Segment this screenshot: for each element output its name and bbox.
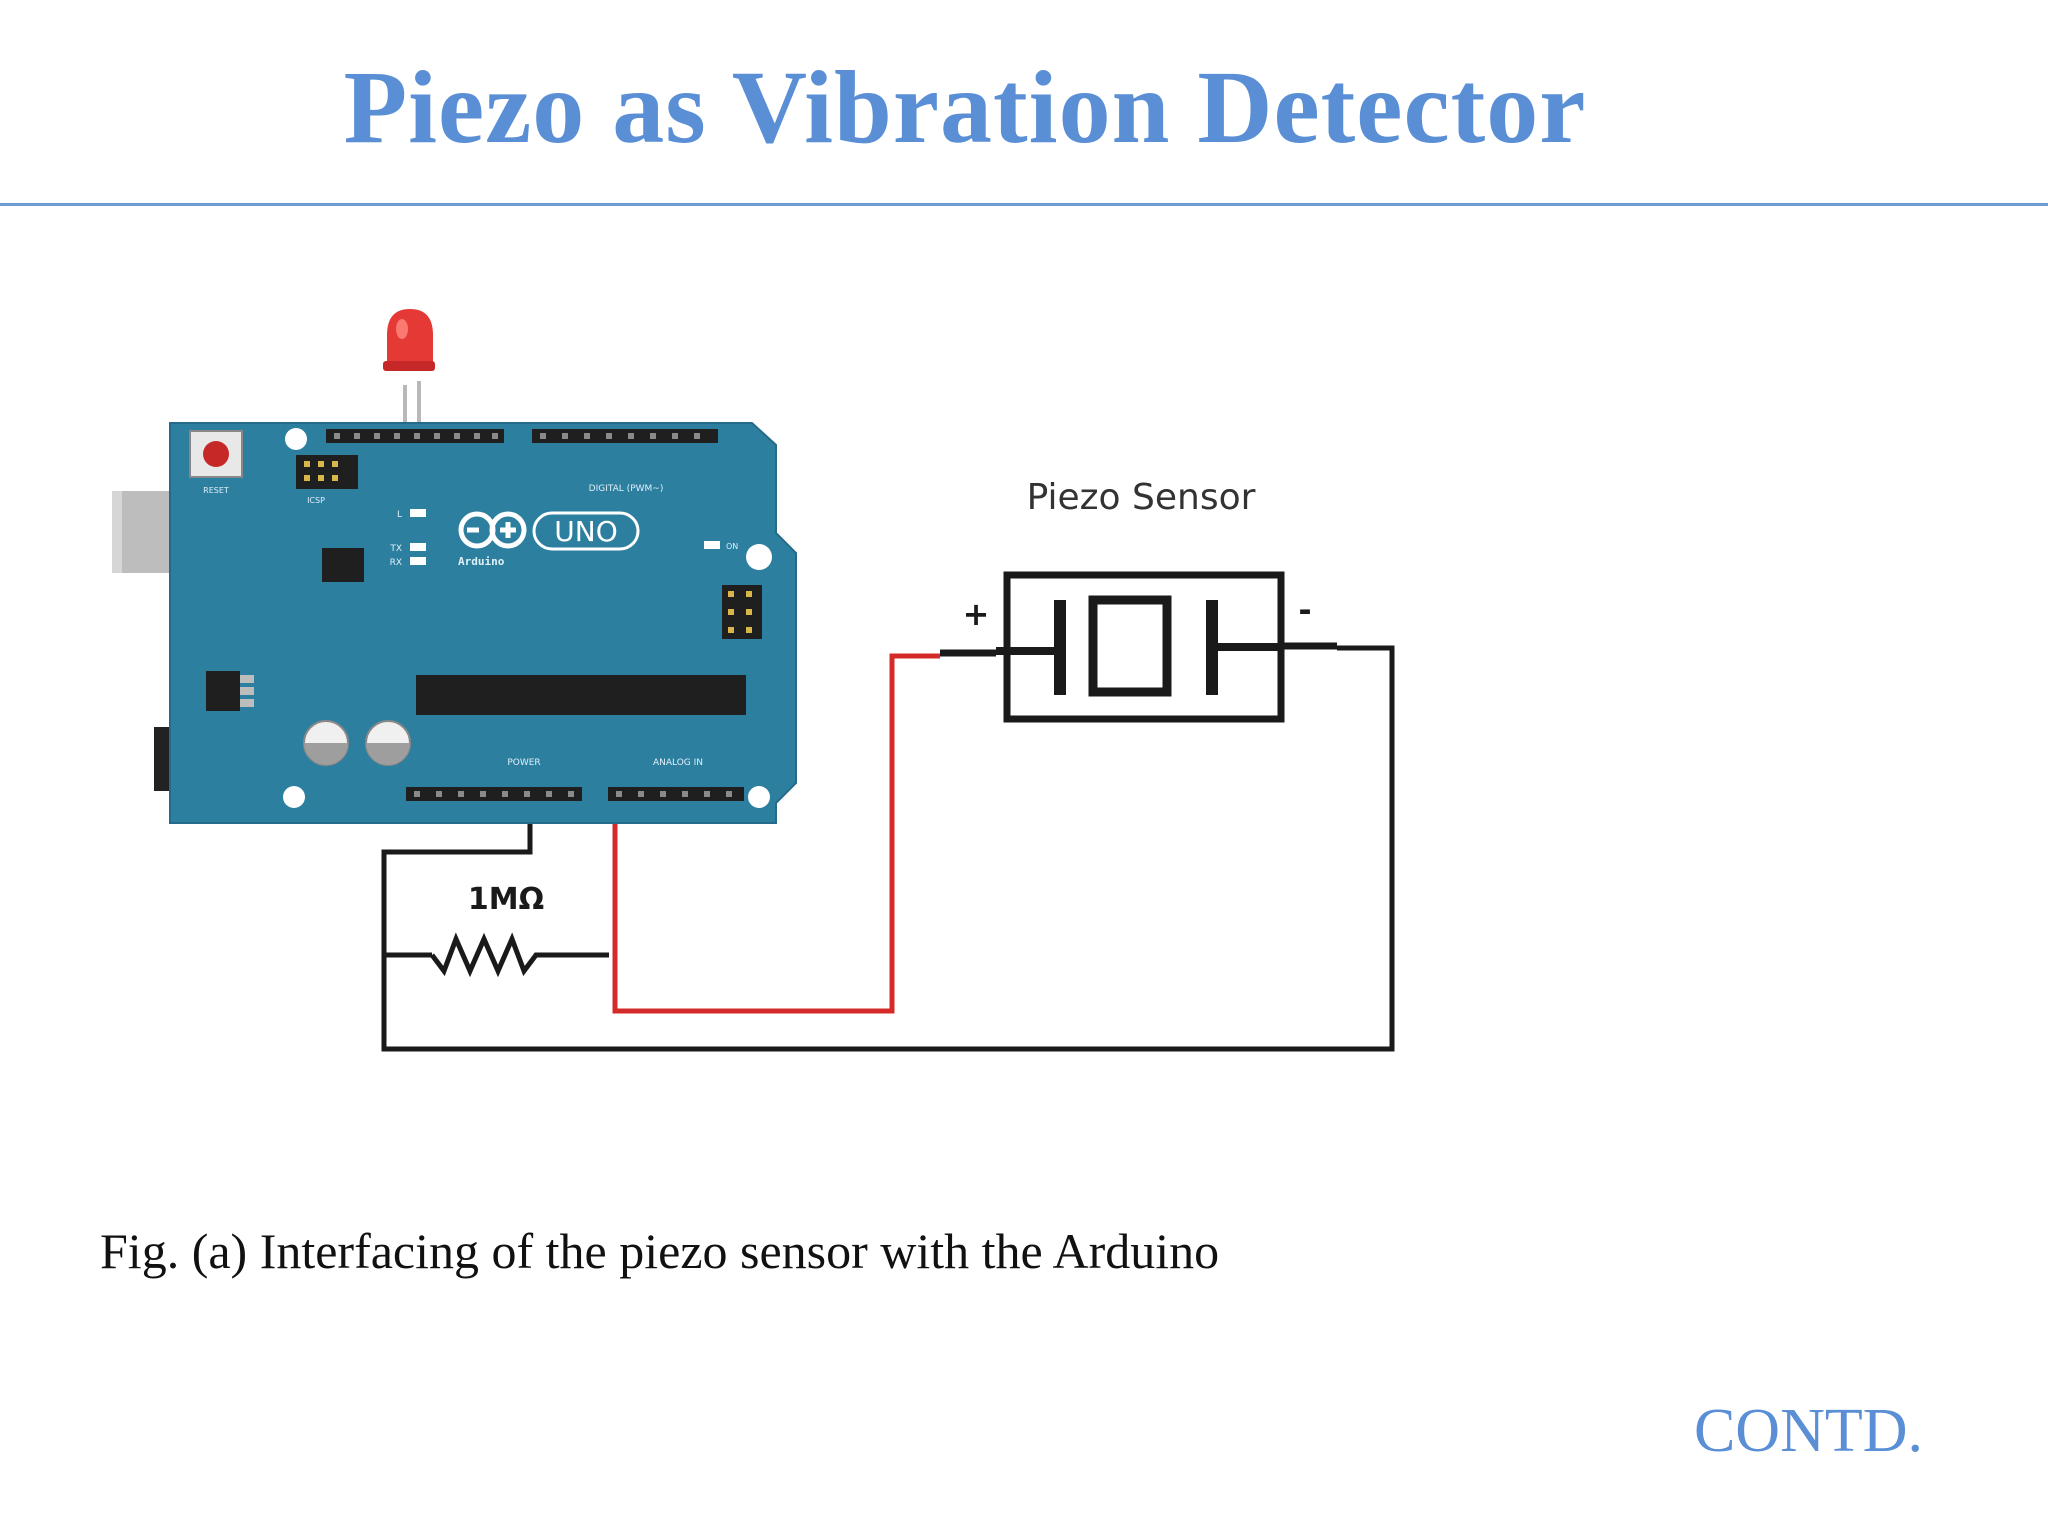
minus-label: - (1298, 591, 1311, 629)
uno-text: UNO (554, 515, 617, 548)
rx-label: RX (390, 558, 402, 568)
l-label: L (397, 510, 402, 520)
analog-header (608, 787, 744, 801)
uno-badge (532, 511, 640, 551)
title-divider (0, 203, 2048, 206)
sensor-label: Piezo Sensor (1027, 477, 1256, 518)
icsp-label-top: ICSP (307, 496, 325, 505)
resistor-zigzag (430, 932, 609, 978)
piezo-sensor: Piezo Sensor + - (963, 477, 1312, 723)
analog-label: ANALOG IN (653, 758, 703, 768)
on-label: ON (726, 542, 738, 551)
atmega-chip (416, 675, 746, 715)
ground-wire (381, 645, 1395, 1052)
continued-label: CONTD. (1693, 1397, 1923, 1465)
arduino-logo (458, 511, 527, 549)
power-header (406, 787, 582, 801)
tx-label: TX (389, 544, 402, 554)
arduino-board: RESET ICSP DIGITAL (PWM~) (112, 422, 797, 824)
plus-label: + (963, 595, 990, 633)
sensor-crystal (1088, 595, 1172, 697)
power-label: POWER (507, 758, 540, 768)
led-bulb (387, 309, 433, 365)
reset-label: RESET (203, 486, 229, 495)
digital-label: DIGITAL (PWM~) (589, 484, 664, 494)
resistor-label: 1MΩ (468, 882, 544, 917)
circuit-figure: Piezo Sensor + - 1MΩ (104, 295, 1430, 1105)
brand-text: Arduino (458, 555, 505, 568)
signal-wire (612, 653, 940, 1014)
slide-title: Piezo as Vibration Detector (343, 50, 1587, 165)
figure-caption: Fig. (a) Interfacing of the piezo sensor… (100, 1223, 1220, 1279)
circuit-diagram: Piezo Sensor + - 1MΩ (112, 309, 1395, 1052)
wires (381, 642, 1395, 1052)
digital-header-b (532, 429, 718, 443)
